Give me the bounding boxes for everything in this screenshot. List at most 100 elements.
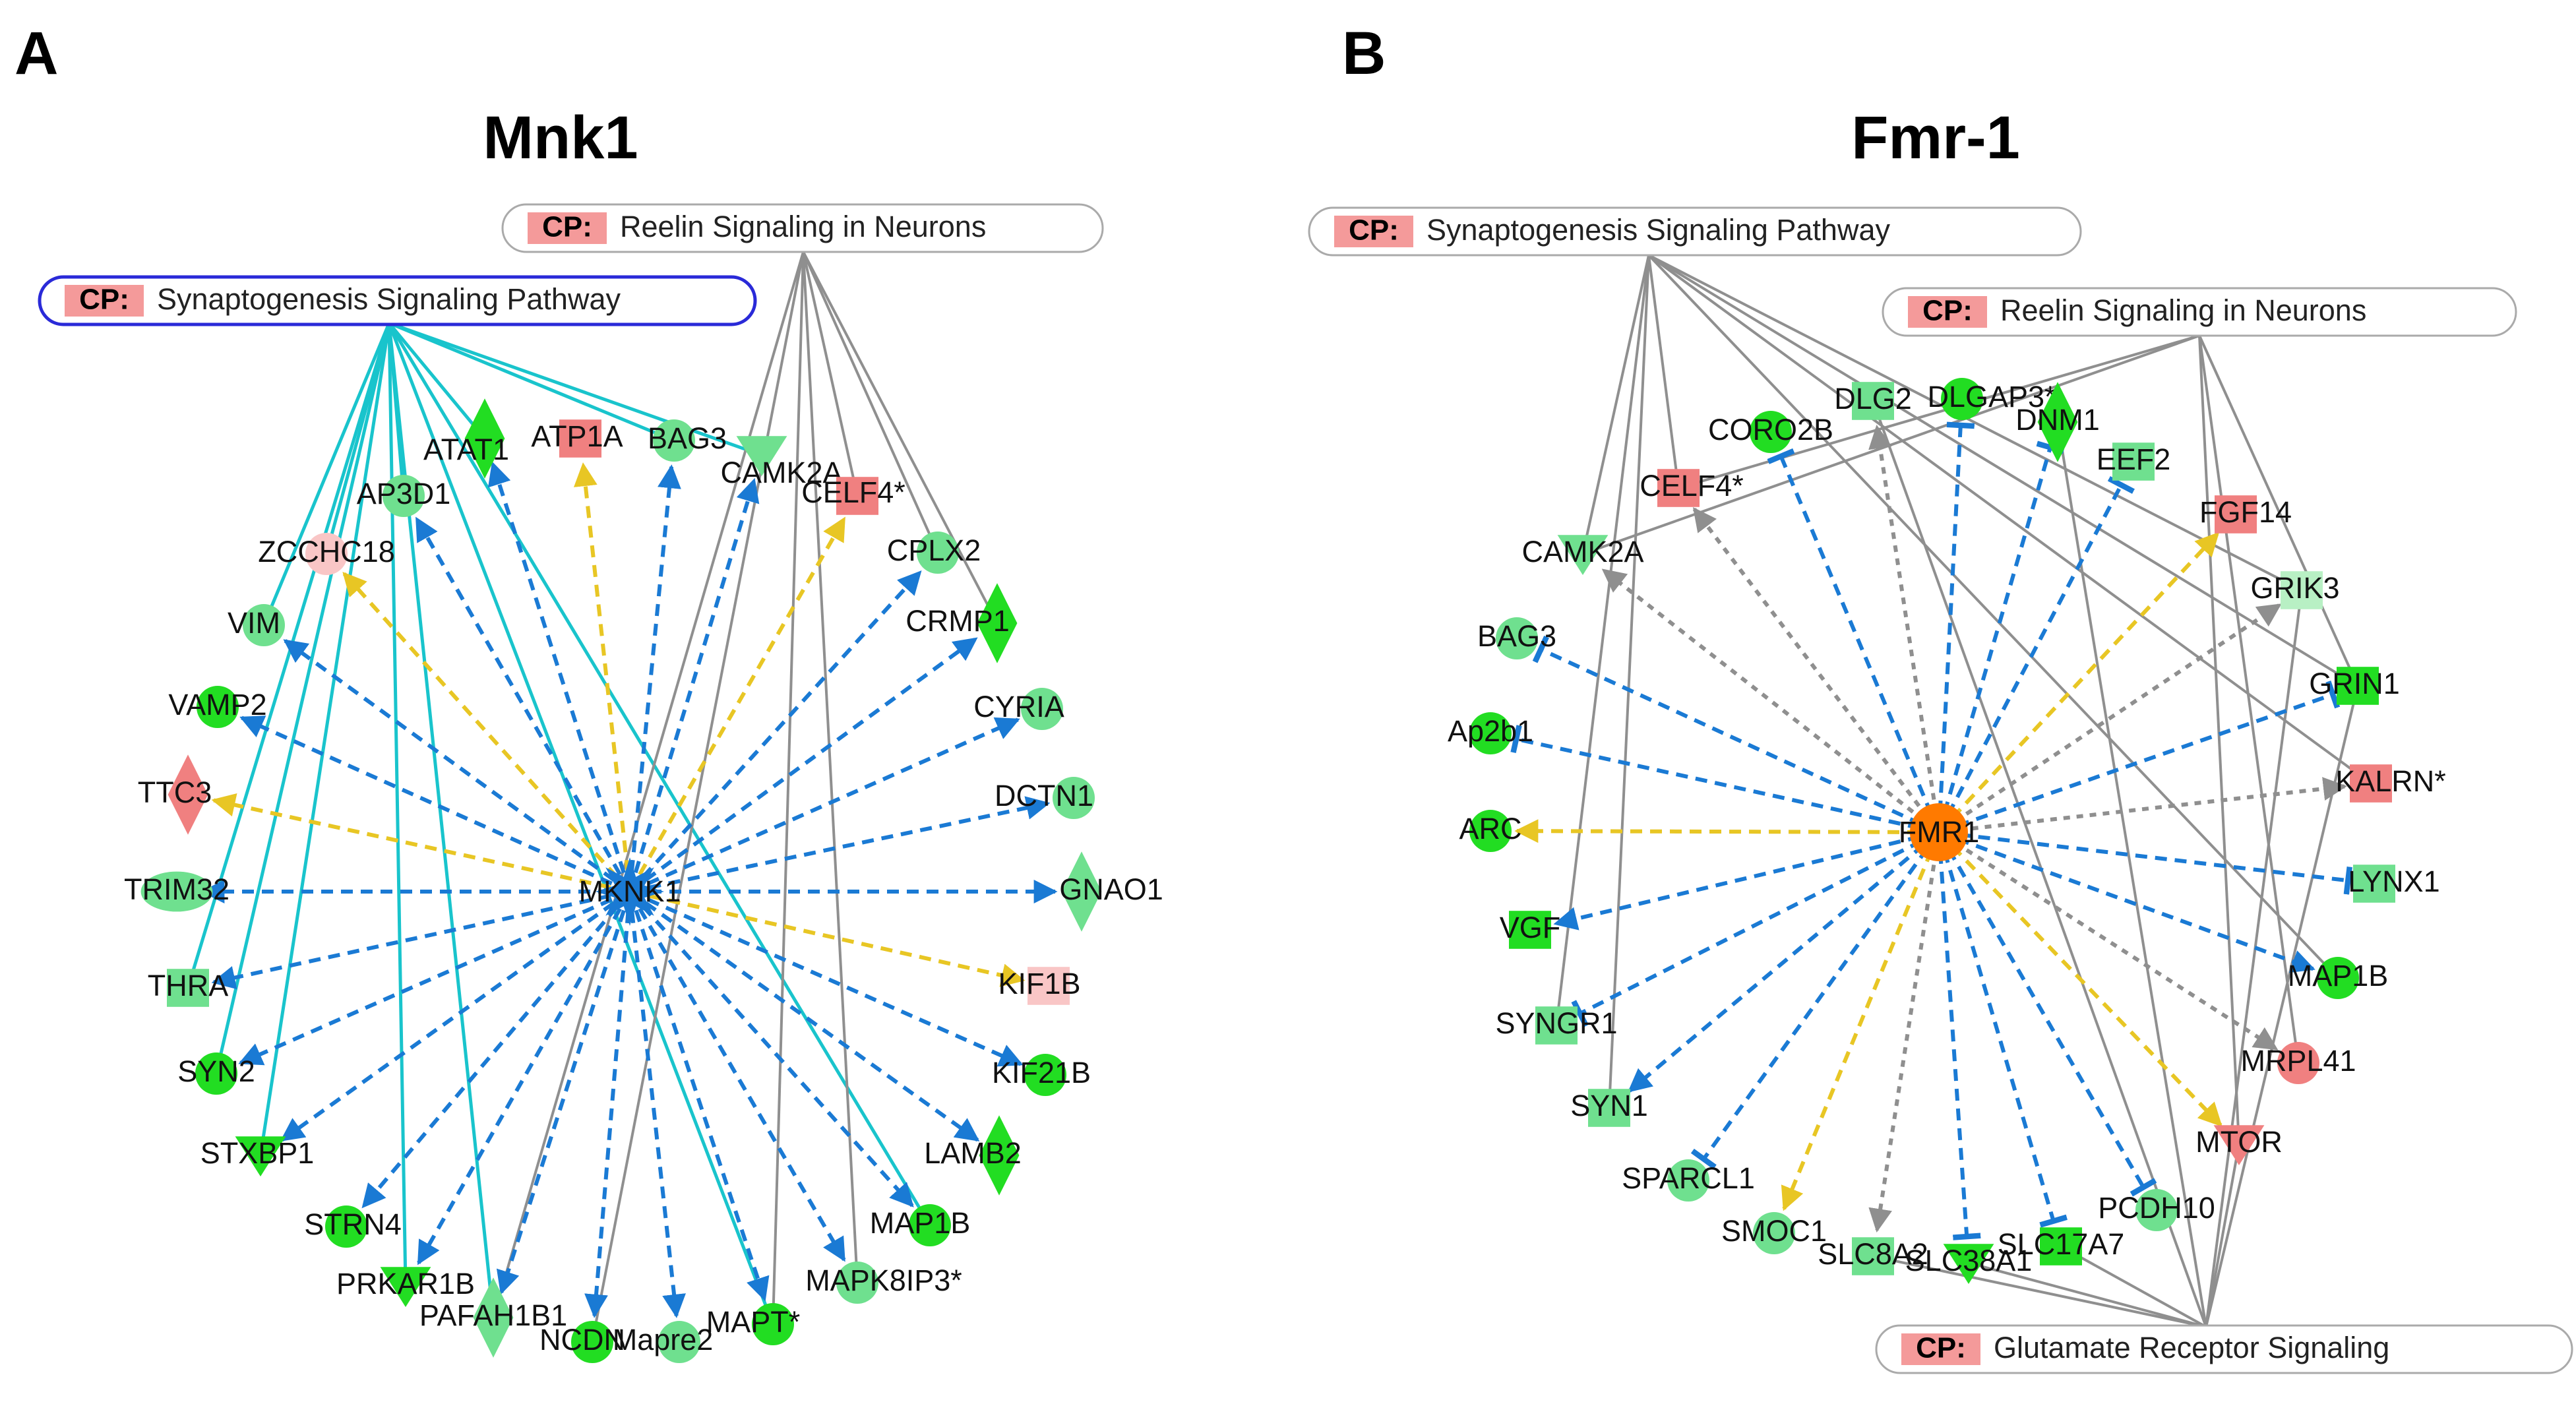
node-camk2a[interactable]: CAMK2A bbox=[720, 436, 843, 489]
node-thra[interactable]: THRA bbox=[148, 969, 229, 1007]
pathway-link-bag3 bbox=[388, 321, 675, 442]
panel-letter-a: A bbox=[15, 20, 58, 87]
node-label: STRN4 bbox=[304, 1207, 402, 1241]
node-label: CYRIA bbox=[973, 690, 1064, 723]
node-mapk8ip3[interactable]: MAPK8IP3* bbox=[805, 1262, 962, 1304]
node-dlg2[interactable]: DLG2 bbox=[1834, 382, 1912, 420]
node-coro2b[interactable]: CORO2B bbox=[1708, 411, 1833, 453]
edge-lynx1 bbox=[1958, 832, 2352, 895]
node-shape bbox=[1469, 712, 1512, 754]
node-map1b[interactable]: MAP1B bbox=[2288, 957, 2389, 999]
pathway-link-map1b bbox=[1647, 254, 2339, 979]
node-shape bbox=[559, 419, 601, 458]
node-label: MAP1B bbox=[870, 1206, 971, 1240]
edge-kalrn bbox=[1958, 777, 2347, 832]
node-prkar1b[interactable]: PRKAR1B bbox=[336, 1267, 475, 1307]
node-cplx2[interactable]: CPLX2 bbox=[887, 532, 981, 574]
node-dnm1[interactable]: DNM1 bbox=[2015, 382, 2100, 462]
node-slc38a1[interactable]: SLC38A1 bbox=[1905, 1244, 2033, 1284]
node-bag3[interactable]: BAG3 bbox=[648, 419, 727, 462]
node-ncdn[interactable]: NCDN bbox=[539, 1321, 625, 1363]
node-shape bbox=[2350, 764, 2392, 803]
node-crmp1[interactable]: CRMP1 bbox=[905, 583, 1018, 663]
node-slc17a7[interactable]: SLC17A7 bbox=[1998, 1227, 2125, 1265]
pathway-box-reelin-signaling-in-neurons[interactable]: CP:Reelin Signaling in Neurons bbox=[501, 203, 1104, 253]
node-grin1[interactable]: GRIN1 bbox=[2309, 667, 2400, 705]
pathway-box-synaptogenesis-signaling-pathway[interactable]: CP:Synaptogenesis Signaling Pathway bbox=[38, 275, 757, 326]
node-celf4[interactable]: CELF4* bbox=[801, 475, 905, 515]
node-atp1a[interactable]: ATP1A bbox=[531, 419, 623, 458]
hub-label: FMR1 bbox=[1899, 815, 1980, 849]
edge-mtor bbox=[1951, 845, 2223, 1127]
node-syngr1[interactable]: SYNGR1 bbox=[1495, 1006, 1618, 1045]
node-pafah1b1[interactable]: PAFAH1B1 bbox=[419, 1277, 567, 1358]
node-lamb2[interactable]: LAMB2 bbox=[924, 1115, 1022, 1196]
node-kif1b[interactable]: KIF1B bbox=[998, 967, 1081, 1005]
node-mtor[interactable]: MTOR bbox=[2195, 1125, 2283, 1165]
node-smoc1[interactable]: SMOC1 bbox=[1721, 1212, 1827, 1254]
node-shape bbox=[1852, 382, 1894, 420]
node-vamp2[interactable]: VAMP2 bbox=[168, 686, 267, 728]
edge-mapk8ip3 bbox=[638, 907, 846, 1262]
pathway-box-reelin-signaling-in-neurons[interactable]: CP:Reelin Signaling in Neurons bbox=[1882, 287, 2517, 337]
hub-node-mknk1[interactable]: MKNK1 bbox=[578, 857, 681, 926]
node-vgf[interactable]: VGF bbox=[1500, 911, 1561, 949]
edge-vim bbox=[283, 639, 615, 882]
node-mapt[interactable]: MAPT* bbox=[706, 1303, 801, 1345]
node-fgf14[interactable]: FGF14 bbox=[2199, 495, 2292, 533]
pathway-link-celf4 bbox=[1678, 334, 2200, 489]
node-shape bbox=[2353, 865, 2395, 903]
edge-syn1 bbox=[1627, 843, 1925, 1093]
node-bag3[interactable]: BAG3 bbox=[1477, 617, 1556, 659]
node-sparcl1[interactable]: SPARCL1 bbox=[1622, 1159, 1755, 1202]
edge-mrpl41 bbox=[1954, 841, 2279, 1051]
node-trim32[interactable]: TRIM32 bbox=[124, 871, 230, 912]
pathway-box-glutamate-receptor-signaling[interactable]: CP:Glutamate Receptor Signaling bbox=[1875, 1324, 2573, 1374]
node-dctn1[interactable]: DCTN1 bbox=[995, 777, 1095, 819]
node-dlgap3[interactable]: DLGAP3* bbox=[1927, 378, 2056, 420]
node-label: GNAO1 bbox=[1059, 872, 1163, 906]
node-shape bbox=[909, 1204, 951, 1246]
node-lynx1[interactable]: LYNX1 bbox=[2348, 865, 2440, 903]
edge-zcchc18 bbox=[342, 572, 619, 878]
node-grik3[interactable]: GRIK3 bbox=[2250, 571, 2340, 609]
node-syn1[interactable]: SYN1 bbox=[1570, 1089, 1648, 1127]
node-zcchc18[interactable]: ZCCHC18 bbox=[258, 533, 395, 575]
node-shape bbox=[917, 532, 959, 574]
node-stxbp1[interactable]: STXBP1 bbox=[200, 1136, 315, 1176]
node-shape bbox=[1024, 1054, 1066, 1096]
node-mapre2[interactable]: Mapre2 bbox=[613, 1321, 714, 1363]
node-syn2[interactable]: SYN2 bbox=[177, 1052, 255, 1095]
node-strn4[interactable]: STRN4 bbox=[304, 1205, 402, 1248]
pathway-link-vim bbox=[262, 322, 391, 626]
node-pcdh10[interactable]: PCDH10 bbox=[2098, 1189, 2215, 1231]
node-mrpl41[interactable]: MRPL41 bbox=[2240, 1042, 2356, 1084]
pathway-link-grik3 bbox=[1648, 254, 2302, 592]
node-arc[interactable]: ARC bbox=[1459, 810, 1522, 852]
node-kif21b[interactable]: KIF21B bbox=[992, 1054, 1091, 1096]
edge-syn2 bbox=[238, 898, 613, 1066]
node-atat1[interactable]: ATAT1 bbox=[423, 398, 509, 479]
node-vim[interactable]: VIM bbox=[228, 604, 285, 646]
node-ap3d1[interactable]: AP3D1 bbox=[357, 475, 451, 517]
hub-node-fmr1[interactable]: FMR1 bbox=[1899, 803, 1980, 861]
node-cyria[interactable]: CYRIA bbox=[973, 688, 1064, 730]
node-slc8a2[interactable]: SLC8A2 bbox=[1818, 1237, 1928, 1275]
node-map1b[interactable]: MAP1B bbox=[870, 1204, 971, 1246]
node-eef2[interactable]: EEF2 bbox=[2097, 442, 2171, 481]
node-shape bbox=[1588, 1089, 1630, 1127]
node-celf4[interactable]: CELF4* bbox=[1640, 469, 1744, 507]
node-label: CAMK2A bbox=[1521, 535, 1643, 568]
node-gnao1[interactable]: GNAO1 bbox=[1059, 851, 1163, 932]
node-ttc3[interactable]: TTC3 bbox=[138, 754, 212, 835]
node-label: SYN1 bbox=[1570, 1089, 1648, 1122]
node-kalrn[interactable]: KALRN* bbox=[2335, 764, 2446, 803]
pathway-tag: CP: bbox=[1349, 214, 1399, 247]
pathway-box-synaptogenesis-signaling-pathway[interactable]: CP:Synaptogenesis Signaling Pathway bbox=[1308, 206, 2082, 257]
node-camk2a[interactable]: CAMK2A bbox=[1521, 535, 1644, 575]
node-ap2b1[interactable]: Ap2b1 bbox=[1448, 712, 1533, 754]
node-label: LAMB2 bbox=[924, 1136, 1022, 1170]
edge-smoc1 bbox=[1781, 849, 1934, 1211]
pathway-name: Glutamate Receptor Signaling bbox=[1994, 1331, 2389, 1364]
node-label: AP3D1 bbox=[357, 477, 451, 510]
